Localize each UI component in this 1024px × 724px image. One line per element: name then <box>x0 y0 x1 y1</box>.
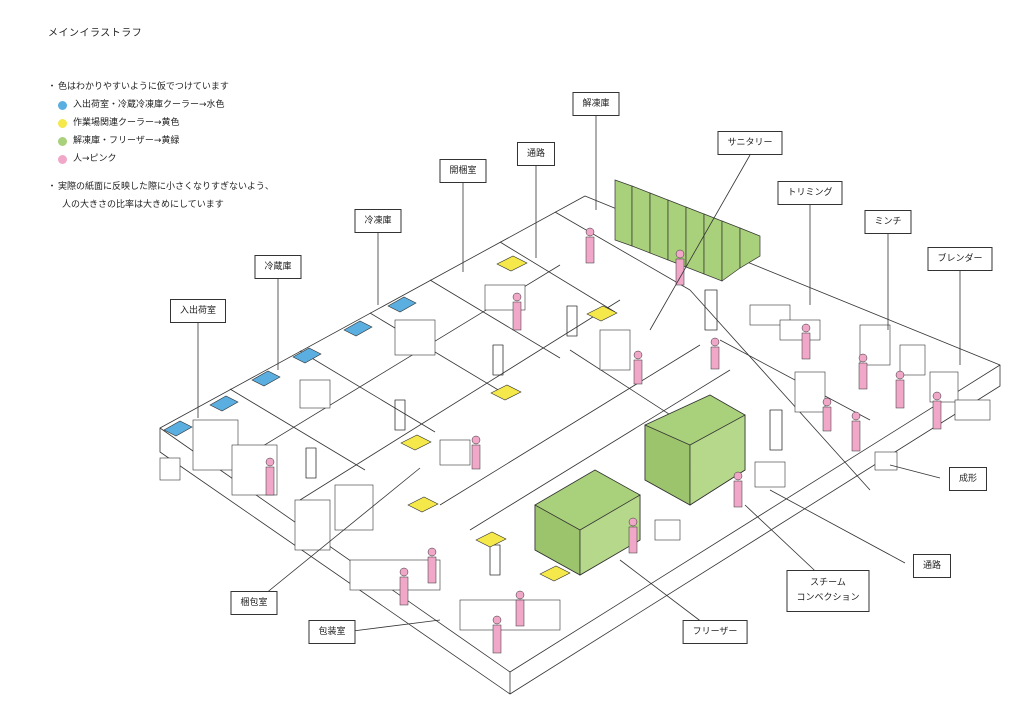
label-blender: ブレンダー <box>927 247 993 271</box>
door-4 <box>566 305 578 337</box>
wall-2 <box>299 350 436 433</box>
label-kaito: 解凍庫 <box>572 92 620 116</box>
label-steam-line1: スチーム <box>810 578 846 588</box>
label-reito: 冷凍庫 <box>354 209 402 233</box>
legend-text-yellow: 作業場関連クーラー→黄色 <box>73 118 180 128</box>
wall-4 <box>429 279 561 359</box>
label-seikei: 成形 <box>948 467 988 491</box>
thaw-units <box>614 179 761 282</box>
legend-item-yellow: 作業場関連クーラー→黄色 <box>46 114 274 132</box>
leader-lines <box>197 116 961 633</box>
label-kaikon: 開梱室 <box>439 159 487 183</box>
wall-7 <box>689 289 871 491</box>
page-title: メインイラストラフ <box>48 28 143 39</box>
freezer-unit <box>534 469 641 576</box>
legend-item-green: 解凍庫・フリーザー→黄緑 <box>46 132 274 150</box>
note-scale-2: 人の大きさの比率は大きめにしています <box>46 196 274 214</box>
door-6 <box>769 409 783 451</box>
door-7 <box>489 544 501 576</box>
door-3 <box>492 344 504 376</box>
door-5 <box>704 289 718 331</box>
door-1 <box>305 447 317 479</box>
corridor-line-4 <box>469 369 731 531</box>
steam-convection <box>644 394 746 506</box>
label-steam-line2: コンベクション <box>796 593 860 603</box>
coolers-yellow <box>400 255 618 582</box>
label-nyushuka: 入出荷室 <box>169 299 227 323</box>
door-2 <box>394 399 406 431</box>
note-intro-text: 色はわかりやすいように仮でつけています <box>58 82 229 92</box>
people <box>265 227 942 654</box>
coolers-blue <box>163 296 417 437</box>
legend-dot-pink <box>58 154 67 164</box>
note-intro: ・ 色はわかりやすいように仮でつけています <box>46 78 274 96</box>
label-reizo: 冷蔵庫 <box>254 255 302 279</box>
label-trimming: トリミング <box>777 181 843 205</box>
note-scale: ・ 実際の紙面に反映した際に小さくなりすぎないよう、 <box>46 178 274 196</box>
legend-dot-green <box>58 136 67 146</box>
legend-text-blue: 入出荷室・冷蔵冷凍庫クーラー→水色 <box>73 100 225 110</box>
note-scale-line2: 人の大きさの比率は大きめにしています <box>62 200 224 210</box>
wall-5 <box>499 241 616 313</box>
label-minchi: ミンチ <box>864 210 912 234</box>
legend-item-blue: 入出荷室・冷蔵冷凍庫クーラー→水色 <box>46 96 274 114</box>
wall-6 <box>554 211 691 291</box>
corridor-line-3 <box>439 344 701 506</box>
shelves-and-boxes <box>159 284 991 631</box>
legend-dot-blue <box>58 100 67 110</box>
note-scale-line1: 実際の紙面に反映した際に小さくなりすぎないよう、 <box>58 182 274 192</box>
label-tsuro-top: 通路 <box>516 142 556 166</box>
label-freezer: フリーザー <box>682 620 748 644</box>
legend-item-pink: 人→ピンク <box>46 150 274 168</box>
label-housou: 包装室 <box>308 620 356 644</box>
wall-1 <box>229 388 366 471</box>
label-konpo: 梱包室 <box>230 591 278 615</box>
notes: ・ 色はわかりやすいように仮でつけています 入出荷室・冷蔵冷凍庫クーラー→水色 … <box>46 78 274 214</box>
label-sanitary: サニタリー <box>717 131 783 155</box>
label-tsuro-bottom: 通路 <box>912 554 952 578</box>
legend-text-green: 解凍庫・フリーザー→黄緑 <box>73 136 180 146</box>
wall-3 <box>369 312 506 395</box>
legend-text-pink: 人→ピンク <box>73 154 117 164</box>
legend-dot-yellow <box>58 118 67 128</box>
label-steam-convection: スチーム コンベクション <box>786 570 870 612</box>
